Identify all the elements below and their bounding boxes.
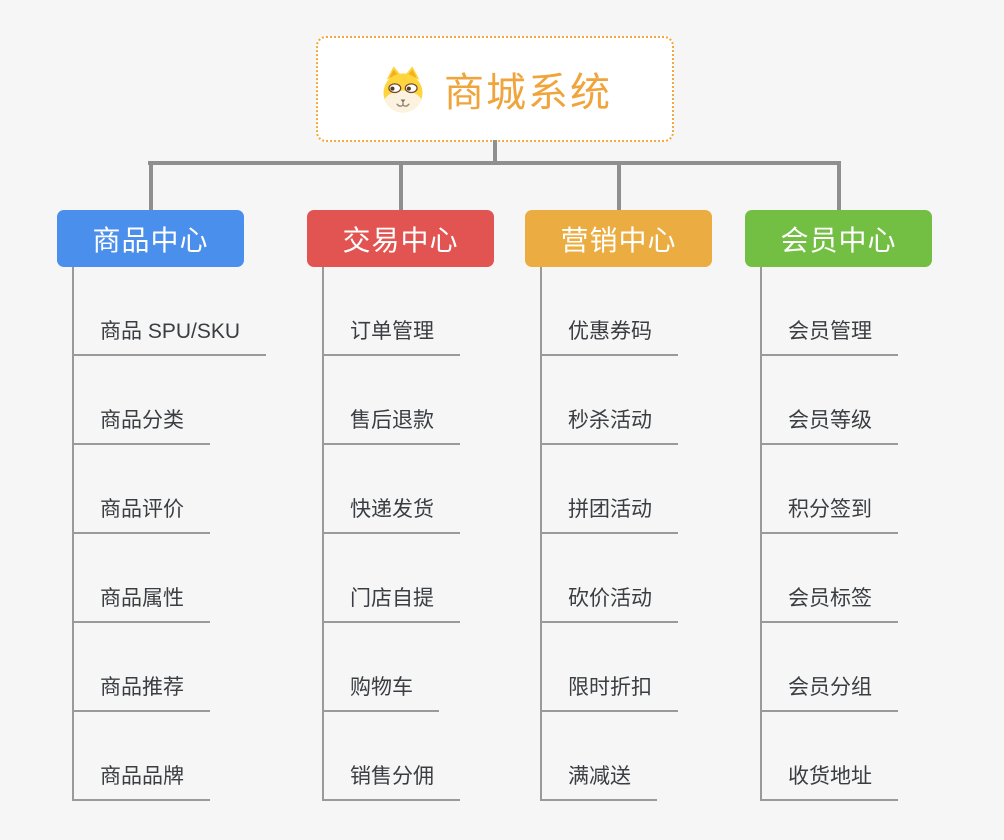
- topic-item[interactable]: 秒杀活动: [540, 404, 678, 445]
- connector-branch-trunk: [72, 267, 74, 801]
- branch-items: 商品 SPU/SKU 商品分类商品评价商品属性商品推荐商品品牌: [72, 267, 267, 801]
- topic-item[interactable]: 快递发货: [322, 493, 460, 534]
- item-slot: 商品评价: [72, 445, 266, 534]
- branch-header[interactable]: 商品中心: [57, 210, 244, 267]
- item-slot: 商品品牌: [72, 712, 266, 801]
- item-slot: 秒杀活动: [540, 356, 678, 445]
- topic-item[interactable]: 售后退款: [322, 404, 460, 445]
- branch-header[interactable]: 交易中心: [307, 210, 494, 267]
- topic-item[interactable]: 会员分组: [760, 671, 898, 712]
- dog-face-icon: [383, 66, 423, 113]
- item-slot: 会员等级: [760, 356, 898, 445]
- topic-item[interactable]: 订单管理: [322, 315, 460, 356]
- root-node[interactable]: 商城系统: [316, 36, 674, 142]
- connector-branch-trunk: [322, 267, 324, 801]
- item-slot: 售后退款: [322, 356, 460, 445]
- item-slot: 拼团活动: [540, 445, 678, 534]
- item-slot: 砍价活动: [540, 534, 678, 623]
- topic-item[interactable]: 满减送: [540, 760, 657, 801]
- topic-item[interactable]: 会员标签: [760, 582, 898, 623]
- item-slot: 优惠券码: [540, 267, 678, 356]
- item-slot: 限时折扣: [540, 623, 678, 712]
- topic-item[interactable]: 商品品牌: [72, 760, 210, 801]
- item-slot: 收货地址: [760, 712, 898, 801]
- item-slot: 商品推荐: [72, 623, 266, 712]
- item-slot: 会员分组: [760, 623, 898, 712]
- connector-branch-stub: [398, 161, 403, 210]
- item-slot: 销售分佣: [322, 712, 460, 801]
- topic-item[interactable]: 购物车: [322, 671, 439, 712]
- topic-item[interactable]: 优惠券码: [540, 315, 678, 356]
- topic-item[interactable]: 收货地址: [760, 760, 898, 801]
- connector-branch-trunk: [540, 267, 542, 801]
- topic-item[interactable]: 拼团活动: [540, 493, 678, 534]
- topic-item[interactable]: 商品评价: [72, 493, 210, 534]
- topic-item[interactable]: 商品 SPU/SKU: [72, 315, 267, 356]
- branch-items: 优惠券码秒杀活动拼团活动砍价活动限时折扣满减送: [540, 267, 678, 801]
- item-slot: 会员管理: [760, 267, 898, 356]
- item-slot: 购物车: [322, 623, 460, 712]
- item-slot: 门店自提: [322, 534, 460, 623]
- topic-item[interactable]: 商品推荐: [72, 671, 210, 712]
- topic-item[interactable]: 会员管理: [760, 315, 898, 356]
- connector-root-stub: [493, 140, 497, 165]
- topic-item[interactable]: 商品分类: [72, 404, 210, 445]
- topic-item[interactable]: 积分签到: [760, 493, 898, 534]
- topic-item[interactable]: 商品属性: [72, 582, 210, 623]
- item-slot: 商品分类: [72, 356, 266, 445]
- item-slot: 满减送: [540, 712, 678, 801]
- topic-item[interactable]: 砍价活动: [540, 582, 678, 623]
- item-slot: 商品 SPU/SKU: [72, 267, 267, 356]
- connector-branch-stub: [616, 161, 621, 210]
- branch-items: 会员管理会员等级积分签到会员标签会员分组收货地址: [760, 267, 898, 801]
- topic-item[interactable]: 限时折扣: [540, 671, 678, 712]
- item-slot: 订单管理: [322, 267, 460, 356]
- connector-branch-trunk: [760, 267, 762, 801]
- topic-item[interactable]: 门店自提: [322, 582, 460, 623]
- root-title: 商城系统: [444, 71, 612, 115]
- branch-header[interactable]: 会员中心: [745, 210, 932, 267]
- branch-header[interactable]: 营销中心: [525, 210, 712, 267]
- item-slot: 积分签到: [760, 445, 898, 534]
- connector-branch-stub: [148, 161, 153, 210]
- topic-item[interactable]: 会员等级: [760, 404, 898, 445]
- item-slot: 快递发货: [322, 445, 460, 534]
- branch-items: 订单管理售后退款快递发货门店自提购物车销售分佣: [322, 267, 460, 801]
- item-slot: 商品属性: [72, 534, 266, 623]
- connector-horizontal: [148, 161, 841, 165]
- connector-branch-stub: [836, 161, 841, 210]
- item-slot: 会员标签: [760, 534, 898, 623]
- topic-item[interactable]: 销售分佣: [322, 760, 460, 801]
